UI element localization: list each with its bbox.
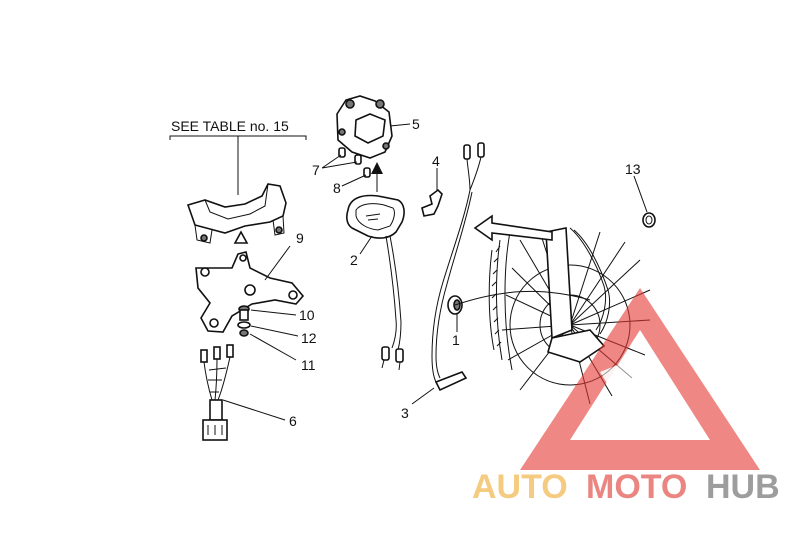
callout-12: 12: [301, 330, 317, 346]
bracket-plate-part: [195, 251, 305, 333]
watermark-moto: MOTO: [586, 468, 687, 506]
callout-4: 4: [432, 153, 440, 169]
automotohub-watermark: [520, 288, 760, 470]
callout-11: 11: [301, 357, 316, 373]
callout-8: 8: [333, 180, 341, 196]
cable-clip-part: [421, 188, 443, 217]
callout-5: 5: [412, 116, 420, 132]
see-table-note: SEE TABLE no. 15: [169, 118, 307, 195]
watermark-wordmark: AUTO MOTO HUB: [472, 468, 780, 506]
speedometer-cable-part: [431, 142, 485, 392]
wiring-harness-part: [200, 344, 234, 441]
callout-10: 10: [299, 307, 315, 323]
callout-1: 1: [452, 332, 460, 348]
watermark-hub: HUB: [706, 468, 780, 506]
callout-3: 3: [401, 405, 409, 421]
callout-2: 2: [350, 252, 358, 268]
leader-lines: [222, 123, 648, 421]
callout-13: 13: [625, 161, 641, 177]
washer-bolt-stack: [237, 305, 251, 337]
watermark-triangle-logo: [520, 288, 760, 470]
callout-9: 9: [296, 230, 304, 246]
watermark-auto: AUTO: [472, 468, 568, 506]
wheel-direction-arrow: [473, 214, 553, 242]
instrument-unit-part: [346, 194, 405, 371]
upper-mount-part: [186, 183, 287, 244]
ring-part-13: [642, 212, 656, 228]
callout-labels: 1 2 3 4 5 6 7 8 9 10 11 12 13: [289, 116, 641, 429]
see-table-label: SEE TABLE no. 15: [171, 118, 289, 134]
callout-7: 7: [312, 162, 320, 178]
callout-6: 6: [289, 413, 297, 429]
instrument-cover-part: [336, 95, 393, 159]
assembly-arrows: [371, 162, 383, 192]
